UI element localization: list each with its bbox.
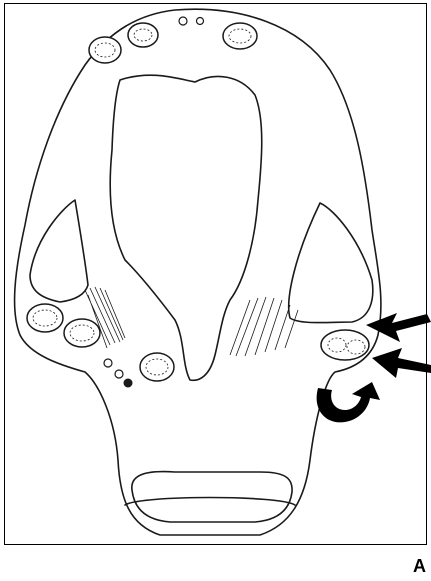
small-dot-1 xyxy=(179,17,187,25)
pointer-arrow-lower xyxy=(372,348,431,378)
top-structure-2 xyxy=(128,23,158,47)
central-cavity xyxy=(110,75,262,380)
right-fibrous-band xyxy=(230,297,298,356)
panel-label: A xyxy=(413,556,426,577)
pointer-arrow-upper xyxy=(366,313,431,342)
small-dot-4 xyxy=(115,370,123,378)
inner-left-lobe xyxy=(30,200,88,302)
inner-right-lobe xyxy=(289,203,373,323)
small-dot-filled xyxy=(124,379,133,388)
outer-contour xyxy=(15,9,381,535)
small-dot-3 xyxy=(104,359,112,367)
base-rim xyxy=(125,498,295,506)
left-structure-1 xyxy=(27,304,63,332)
small-dot-2 xyxy=(197,18,204,25)
top-structure-1 xyxy=(89,37,121,63)
top-structure-3 xyxy=(223,23,257,49)
left-structure-2 xyxy=(64,319,100,347)
center-structure xyxy=(140,353,174,381)
